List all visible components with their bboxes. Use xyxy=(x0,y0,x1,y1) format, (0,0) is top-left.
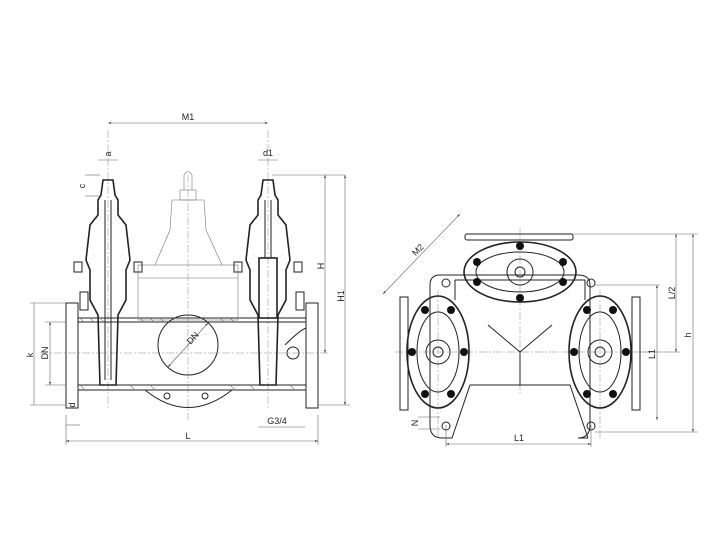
left-valve-flange xyxy=(406,295,470,409)
dim-label-d: d xyxy=(67,402,77,407)
dim-label-m1: M1 xyxy=(182,112,195,122)
dim-label-g34: G3/4 xyxy=(267,416,287,426)
top-valve-flange xyxy=(463,241,577,303)
center-body-outline xyxy=(137,171,239,321)
right-valve-flange xyxy=(568,295,632,409)
dim-label-dn-side: DN xyxy=(40,347,50,360)
dim-label-m2: M2 xyxy=(410,242,426,258)
dim-label-l1-side: L1 xyxy=(647,349,657,359)
top-view: M2 L/2 h L1 N L1 xyxy=(382,213,698,447)
dim-label-n: N xyxy=(410,420,420,427)
dim-label-h1: H1 xyxy=(336,290,346,302)
dim-label-l: L xyxy=(185,431,190,441)
dim-label-h: H xyxy=(316,263,326,270)
front-view: M1 a d1 c H H1 k DN DN d L G3/4 xyxy=(25,112,350,445)
dim-label-h-small: h xyxy=(683,332,693,337)
pipe-body xyxy=(65,302,319,409)
dn-circle xyxy=(157,314,219,376)
dim-label-l1-bottom: L1 xyxy=(514,433,524,443)
dim-label-a: a xyxy=(103,151,113,156)
right-gate-valve xyxy=(233,179,305,386)
dim-label-c: c xyxy=(77,183,87,188)
left-gate-valve xyxy=(73,179,143,386)
dim-label-k: k xyxy=(25,352,35,357)
dim-label-d1: d1 xyxy=(263,148,273,158)
dim-label-l-half: L/2 xyxy=(667,287,677,300)
dim-label-dn-circle: DN xyxy=(185,330,201,346)
